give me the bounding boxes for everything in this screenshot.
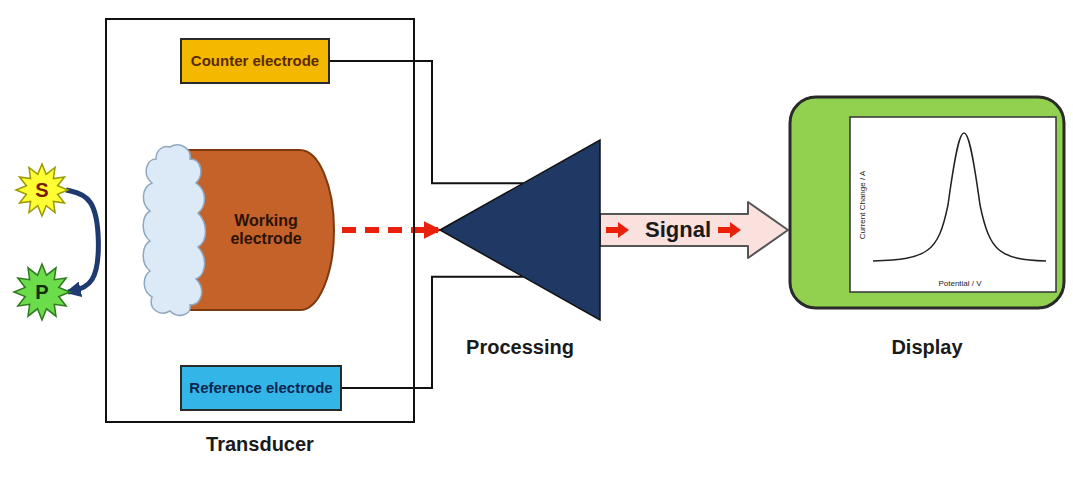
box-outline — [181, 366, 341, 410]
display-panel-shape — [788, 95, 1066, 310]
text-holder: S — [16, 164, 68, 216]
product-star: P — [14, 264, 70, 320]
node-label: Reference electrode — [189, 379, 332, 396]
frame-outline — [106, 19, 414, 422]
text-holder: P — [14, 264, 70, 320]
connector — [342, 227, 438, 233]
text-holder: Counter electrode — [180, 38, 330, 84]
axis-label: Potential / V — [938, 279, 981, 288]
connector — [342, 277, 523, 388]
signal-arrow — [600, 202, 788, 258]
peak-curve — [873, 133, 1046, 261]
red-arrow — [718, 222, 741, 238]
substrate-star: S — [16, 164, 68, 216]
reference-electrode-box: Reference electrode — [180, 365, 342, 411]
counter-electrode-box: Counter electrode — [180, 38, 330, 84]
amplifier-triangle — [440, 140, 600, 320]
node-heading: Transducer — [65, 433, 455, 456]
star-outline — [16, 164, 68, 216]
node-heading: Processing — [400, 336, 640, 359]
enzyme-cloud — [143, 145, 205, 315]
caption-holder: Transducer — [65, 433, 455, 456]
node-label: S — [35, 179, 48, 202]
star-outline — [14, 264, 70, 320]
node-label: Working electrode — [206, 212, 326, 249]
node-label: P — [35, 281, 48, 304]
display-outline — [790, 97, 1064, 308]
node-heading: Display — [748, 336, 1073, 359]
box-outline — [181, 39, 329, 83]
display-panel: Display — [788, 95, 1066, 310]
axis-label: Current Change / A — [858, 171, 867, 239]
chart-frame — [850, 117, 1056, 292]
caption-holder: Display — [748, 336, 1073, 359]
red-arrow — [606, 222, 629, 238]
caption-holder: Processing — [400, 336, 640, 359]
processing-amplifier-shape — [440, 140, 600, 320]
text-holder: Working electrode — [206, 145, 326, 315]
connector — [330, 61, 523, 183]
processing-amplifier: Processing — [440, 140, 600, 320]
transducer-box: TransducerCounter electrodeWorking elect… — [105, 18, 415, 423]
connector — [66, 190, 98, 292]
node-label: Counter electrode — [191, 52, 319, 69]
working-electrode: Working electrode — [140, 145, 340, 315]
edge-label: Signal — [642, 217, 714, 243]
text-holder: Reference electrode — [180, 365, 342, 411]
